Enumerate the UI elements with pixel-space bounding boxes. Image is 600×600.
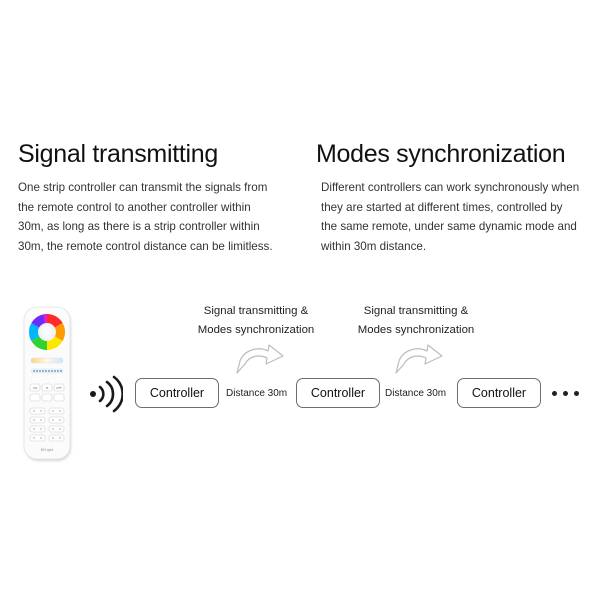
link-label-line: Signal transmitting & [203, 305, 309, 317]
remote-control-image: ON M OFF Mi·Light [22, 306, 74, 464]
wireless-signal-icon [89, 375, 124, 413]
description-line: 30m, the remote control distance can be … [18, 239, 273, 253]
link-label-line: Signal transmitting & [363, 305, 469, 317]
more-ellipsis-icon [552, 391, 579, 396]
link-label-line: Modes synchronization [197, 324, 315, 336]
remote-button-label: M [46, 386, 49, 390]
link-label: Signal transmitting & Modes synchronizat… [186, 302, 326, 340]
controller-box: Controller [296, 378, 380, 408]
controller-box: Controller [457, 378, 541, 408]
description-line: Different controllers can work synchrono… [321, 181, 580, 194]
controller-box: Controller [135, 378, 219, 408]
distance-label: Distance 30m [385, 388, 447, 399]
description-line: the remote control to another controller… [18, 200, 251, 214]
signal-transmitting-description: One strip controller can transmit the si… [18, 178, 273, 256]
distance-label: Distance 30m [226, 388, 288, 399]
curved-arrow-icon [234, 342, 286, 376]
description-line: within 30m distance. [321, 239, 427, 253]
signal-transmitting-title: Signal transmitting [18, 140, 218, 168]
description-line: the same remote, under same dynamic mode… [321, 220, 577, 233]
link-label: Signal transmitting & Modes synchronizat… [346, 302, 486, 340]
description-line: 30m, as long as there is a strip control… [18, 220, 260, 233]
modes-synchronization-description: Different controllers can work synchrono… [321, 178, 579, 256]
curved-arrow-icon [393, 342, 445, 376]
description-line: they are started at different times, con… [321, 200, 563, 214]
remote-button-label: OFF [56, 386, 62, 390]
link-label-line: Modes synchronization [357, 324, 475, 336]
remote-brand-logo: Mi·Light [41, 448, 54, 452]
remote-button-label: ON [33, 386, 38, 390]
description-line: One strip controller can transmit the si… [18, 181, 268, 194]
modes-synchronization-title: Modes synchronization [316, 140, 566, 168]
